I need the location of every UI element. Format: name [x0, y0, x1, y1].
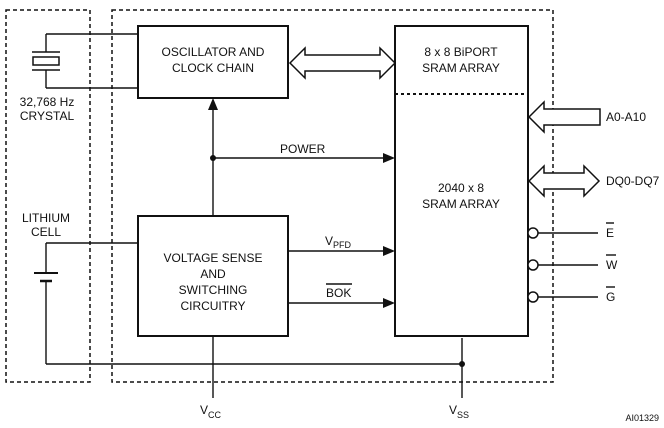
vss-label: VSS	[449, 403, 469, 420]
module-outline	[111, 9, 554, 383]
power-up-arrowhead	[208, 98, 218, 110]
data-label: DQ0-DQ7	[606, 174, 660, 188]
battery-label-1: LITHIUM	[22, 211, 70, 225]
crystal-label-1: 32,768 Hz	[20, 95, 75, 109]
w-inverter-bubble	[527, 259, 539, 271]
oscillator-label-1: OSCILLATOR AND	[162, 45, 265, 59]
vpfd-arrowhead	[383, 246, 395, 256]
oscillator-label-2: CLOCK CHAIN	[172, 61, 254, 75]
sram-label-2: SRAM ARRAY	[422, 197, 500, 211]
figure-id: AI01329	[625, 413, 659, 423]
voltage-sense-label-1: VOLTAGE SENSE	[164, 251, 263, 265]
address-label: A0-A10	[606, 110, 646, 124]
data-bus-arrow	[527, 164, 601, 198]
clock-bus-arrow	[288, 46, 397, 80]
voltage-sense-block	[137, 215, 289, 337]
crystal-symbol	[32, 34, 60, 88]
sram-label-1: 2040 x 8	[438, 181, 484, 195]
biport-label-1: 8 x 8 BiPORT	[424, 45, 498, 59]
oscillator-block	[137, 25, 289, 99]
crystal-label-2: CRYSTAL	[20, 109, 75, 123]
bok-label: BOK	[326, 286, 351, 300]
external-components-outline	[5, 9, 91, 383]
vpfd-label: VPFD	[325, 234, 352, 250]
voltage-sense-label-4: CIRCUITRY	[180, 299, 245, 313]
e-inverter-bubble	[527, 227, 539, 239]
biport-label-2: SRAM ARRAY	[422, 61, 500, 75]
vcc-label: VCC	[200, 403, 222, 420]
w-label: W	[606, 258, 618, 272]
bok-arrowhead	[383, 298, 395, 308]
address-bus-arrow	[527, 100, 601, 134]
voltage-sense-label-3: SWITCHING	[179, 283, 248, 297]
voltage-sense-label-2: AND	[200, 267, 226, 281]
power-arrowhead	[383, 153, 395, 163]
e-label: E	[606, 226, 614, 240]
sram-block	[394, 25, 529, 337]
g-inverter-bubble	[527, 291, 539, 303]
battery-symbol	[34, 242, 138, 364]
battery-label-2: CELL	[31, 225, 61, 239]
g-label: G	[606, 290, 615, 304]
power-label: POWER	[280, 142, 326, 156]
